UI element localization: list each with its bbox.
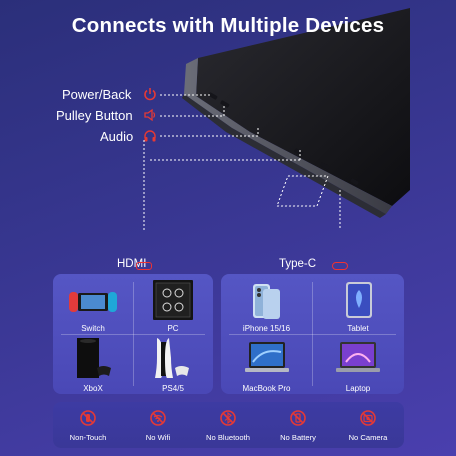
device-label: Tablet xyxy=(347,324,369,333)
device-label: MacBook Pro xyxy=(242,384,291,393)
nf-label: No Camera xyxy=(348,433,388,442)
pc-tower-icon xyxy=(153,280,193,320)
nf-label: Non-Touch xyxy=(69,433,107,442)
hdmi-devices-panel: Switch PC XboX xyxy=(53,274,213,394)
device-pc: PC xyxy=(133,274,213,334)
laptop-icon xyxy=(336,342,380,372)
no-bluetooth-item: No Bluetooth xyxy=(193,402,263,448)
no-camera-icon xyxy=(360,410,376,426)
type-c-port-icon xyxy=(332,262,348,270)
device-xbox: XboX xyxy=(53,334,133,394)
device-switch: Switch xyxy=(53,274,133,334)
switch-console-icon xyxy=(69,292,117,312)
device-tablet: Tablet xyxy=(312,274,404,334)
device-label: Laptop xyxy=(345,384,371,393)
device-iphone: iPhone 15/16 xyxy=(221,274,312,334)
device-label: XboX xyxy=(83,384,103,393)
device-label: Switch xyxy=(81,324,105,333)
device-laptop: Laptop xyxy=(312,334,404,394)
no-wifi-item: No Wifi xyxy=(123,402,193,448)
no-bluetooth-icon xyxy=(220,410,236,426)
volume-icon xyxy=(144,108,156,122)
device-label: iPhone 15/16 xyxy=(242,324,291,333)
pulley-button-label: Pulley Button xyxy=(56,108,133,123)
macbook-icon xyxy=(245,342,289,372)
page-title: Connects with Multiple Devices xyxy=(71,14,385,37)
no-touch-icon xyxy=(80,410,96,426)
hdmi-label: HDMI xyxy=(117,258,147,270)
no-camera-item: No Camera xyxy=(333,402,403,448)
nf-label: No Battery xyxy=(280,433,316,442)
xbox-console-icon xyxy=(77,338,111,378)
portable-monitor-illustration xyxy=(182,8,410,218)
audio-label: Audio xyxy=(100,129,134,144)
type-c-devices-panel: iPhone 15/16 Tablet MacBook Pro xyxy=(221,274,404,394)
no-battery-icon xyxy=(290,410,306,426)
nf-label: No Wifi xyxy=(145,433,171,442)
headphones-icon xyxy=(144,130,156,142)
device-label: PC xyxy=(167,324,179,333)
device-macbook: MacBook Pro xyxy=(221,334,312,394)
power-back-label: Power/Back xyxy=(62,87,132,102)
power-icon xyxy=(144,88,156,101)
type-c-label: Type-C xyxy=(279,258,317,270)
not-supported-bar: Non-Touch No Wifi No Bluetooth xyxy=(53,402,404,448)
nf-label: No Bluetooth xyxy=(206,433,250,442)
no-wifi-icon xyxy=(150,410,166,426)
playstation-console-icon xyxy=(155,338,189,378)
iphone-icon xyxy=(253,284,280,319)
hdmi-port-icon xyxy=(136,262,152,270)
device-ps: PS4/5 xyxy=(133,334,213,394)
tablet-icon xyxy=(346,282,372,318)
non-touch-item: Non-Touch xyxy=(53,402,123,448)
device-label: PS4/5 xyxy=(162,384,184,393)
no-battery-item: No Battery xyxy=(263,402,333,448)
